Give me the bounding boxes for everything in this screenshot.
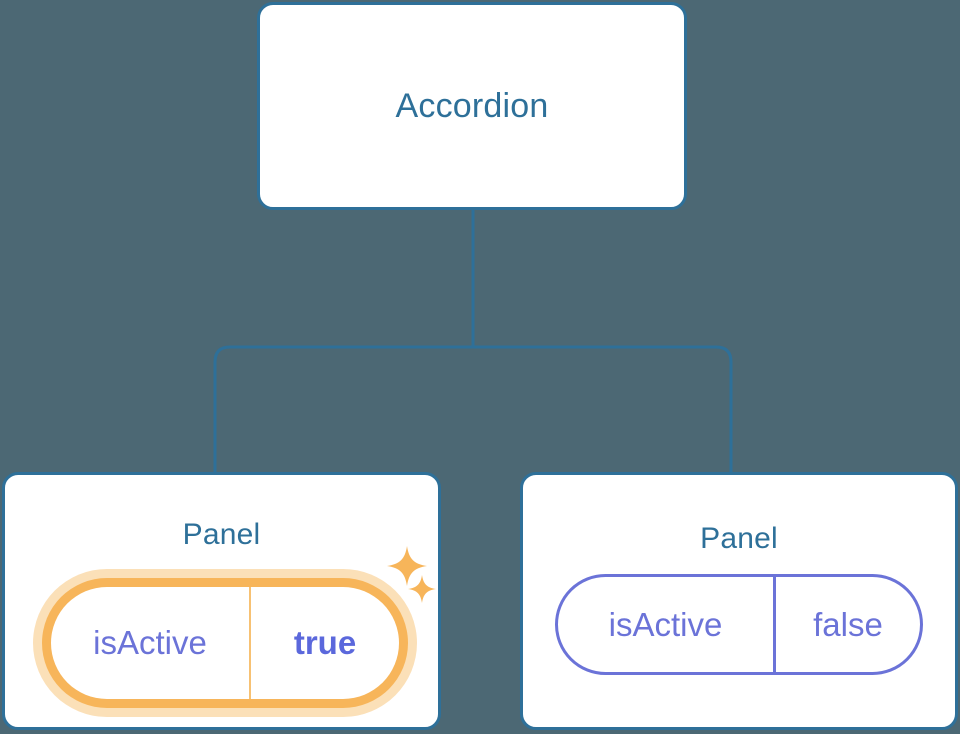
prop-name-isactive: isActive [93, 624, 207, 661]
prop-pill-wrap: isActive false [523, 556, 955, 675]
prop-pill-plain[interactable]: isActive false [555, 574, 923, 675]
prop-pill-inner: isActive true [51, 587, 399, 699]
node-panel-active[interactable]: Panel isActive true [2, 472, 441, 730]
prop-name-isactive: isActive [608, 605, 723, 643]
prop-value-false: false [773, 577, 920, 672]
node-panel-inactive-title: Panel [700, 522, 778, 555]
node-panel-inactive[interactable]: Panel isActive false [520, 472, 958, 730]
prop-value-true: true [249, 587, 399, 699]
node-panel-active-title: Panel [182, 518, 261, 551]
node-accordion-title: Accordion [395, 86, 549, 125]
connector-branch-bus [213, 345, 733, 474]
node-accordion[interactable]: Accordion [257, 2, 687, 210]
prop-pill-highlighted[interactable]: isActive true [33, 569, 417, 717]
